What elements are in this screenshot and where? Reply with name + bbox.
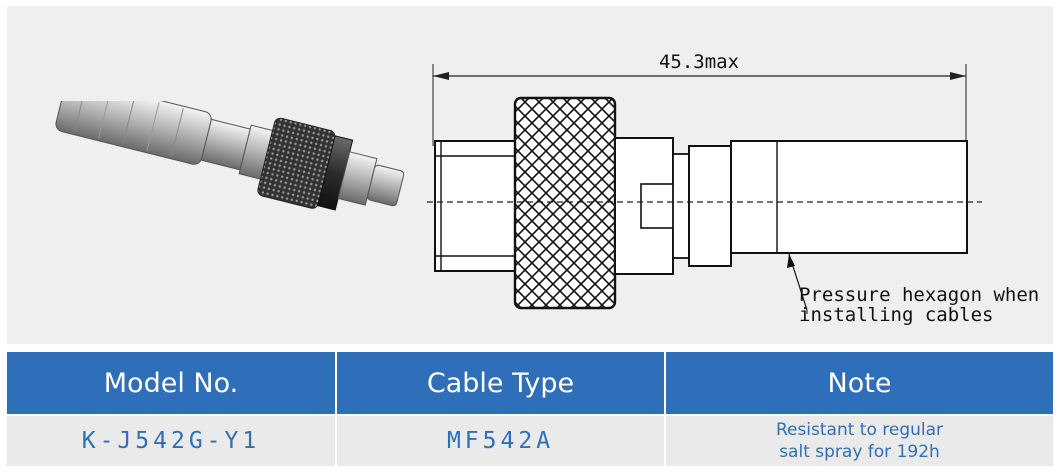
cell-model: K-J542G-Y1 — [7, 414, 337, 466]
header-note: Note — [665, 352, 1053, 415]
header-row: Model No. Cable Type Note — [7, 352, 1053, 415]
product-figure-panel: 45.3max Pressure hexagon when installing… — [7, 6, 1053, 344]
callout-text-line1: Pressure hexagon when — [799, 284, 1039, 306]
spec-table: Model No. Cable Type Note K-J542G-Y1 MF5… — [7, 352, 1053, 466]
knurled-nut — [513, 96, 617, 310]
technical-drawing: 45.3max — [427, 51, 982, 314]
connector-photo — [55, 101, 405, 211]
dimension-label: 45.3max — [659, 51, 739, 73]
cell-cable-type: MF542A — [336, 414, 666, 466]
header-cable-type: Cable Type — [336, 352, 666, 415]
callout: Pressure hexagon when installing cables — [799, 284, 1039, 326]
cell-note: Resistant to regular salt spray for 192h — [665, 414, 1053, 466]
note-line2: salt spray for 192h — [779, 442, 940, 462]
note-line1: Resistant to regular — [775, 420, 944, 440]
header-model: Model No. — [7, 352, 337, 415]
callout-text-line2: installing cables — [799, 304, 993, 326]
table-row: K-J542G-Y1 MF542A Resistant to regular s… — [7, 414, 1053, 466]
